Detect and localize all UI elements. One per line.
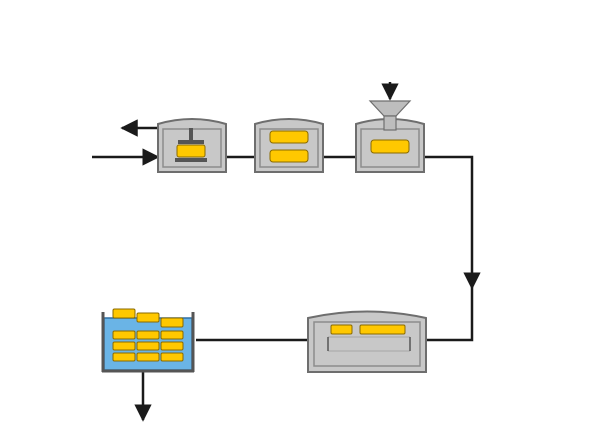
- conveyor-oven-unit: [307, 310, 427, 373]
- connector-conveyor-line: [426, 288, 474, 342]
- connector-hopper-conveyor: [424, 155, 481, 290]
- press-unit: [157, 118, 227, 173]
- double-block-icon: [269, 130, 309, 163]
- hopper-icon: [368, 100, 412, 131]
- mold-unit: [254, 118, 324, 173]
- conveyor-icon: [327, 324, 411, 352]
- tank-icon: [112, 308, 184, 362]
- hopper-block: [370, 139, 410, 154]
- hopper-unit: [355, 100, 425, 173]
- press-icon: [175, 128, 207, 162]
- brine-tank-unit: [101, 308, 195, 373]
